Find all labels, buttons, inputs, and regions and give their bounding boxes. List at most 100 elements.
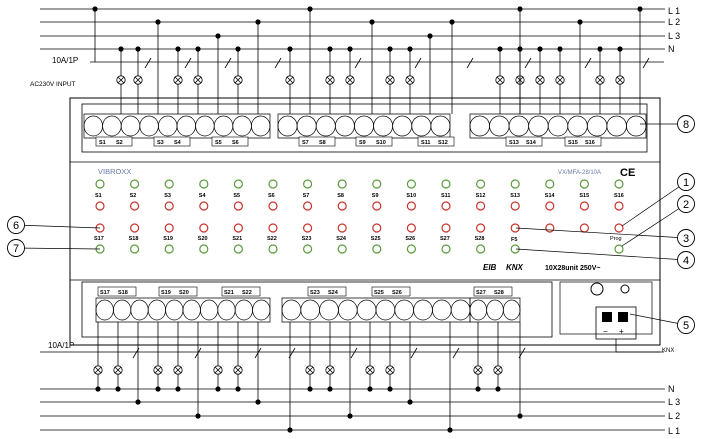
junction-dot — [447, 427, 453, 433]
led-red — [199, 223, 209, 233]
terminal-screw — [182, 299, 201, 311]
led-red — [614, 201, 624, 211]
channel-label: S20 — [198, 236, 208, 242]
terminal-label: S3 — [157, 140, 164, 146]
terminal-label: S18 — [118, 290, 128, 296]
terminal-screw — [502, 299, 521, 311]
spec-label: 10X28unit 250V~ — [545, 265, 600, 272]
terminal-screw — [334, 115, 355, 127]
callout-leader — [515, 227, 687, 239]
terminal-screw — [430, 125, 451, 137]
led-green — [233, 179, 243, 189]
lamp-cross — [346, 76, 354, 84]
lamp-cross — [214, 366, 222, 374]
callout-number: 5 — [683, 320, 689, 332]
channel-label: S8 — [337, 193, 344, 199]
callout-number: 2 — [683, 199, 689, 211]
channel-label: S11 — [441, 193, 450, 199]
terminal-screw — [252, 299, 271, 311]
led-green — [164, 179, 174, 189]
terminal-label: S8 — [319, 140, 326, 146]
callout-circle — [7, 239, 25, 257]
terminal-screw — [547, 125, 569, 137]
led-red — [130, 201, 140, 211]
knx-minus: − — [603, 327, 608, 336]
led-green — [164, 244, 174, 254]
led-green — [303, 244, 313, 254]
lamp-cross — [286, 76, 294, 84]
terminal-screw — [450, 309, 471, 321]
channel-label: S15 — [579, 193, 589, 199]
terminal-screw — [182, 309, 201, 321]
terminal-label: S25 — [374, 290, 384, 296]
led-green — [130, 244, 140, 254]
led-green — [406, 244, 416, 254]
junction-dot — [115, 386, 121, 392]
lamp-cross — [386, 366, 394, 374]
junction-dot — [195, 46, 201, 52]
led-green — [545, 179, 555, 189]
terminal-screw — [338, 299, 358, 311]
ce-mark: CE — [620, 167, 635, 179]
channel-label: S27 — [440, 236, 450, 242]
terminal-screw — [508, 125, 530, 137]
terminal-label-box — [158, 286, 198, 297]
breaker-tick — [350, 347, 358, 359]
line-label-top-n: N — [668, 44, 675, 54]
junction-dot — [327, 46, 333, 52]
line-label-bottom-l2: L 2 — [668, 411, 680, 421]
lamp-cross — [306, 366, 314, 374]
terminal-screw — [102, 115, 122, 127]
channel-label: S12 — [476, 193, 486, 199]
callout-circle — [677, 251, 695, 269]
line-label-bottom-l1: L 1 — [668, 426, 680, 436]
led-red — [372, 201, 382, 211]
terminal-screw — [432, 309, 452, 321]
terminal-screw — [130, 309, 149, 321]
terminal-screw — [430, 115, 451, 127]
terminal-label: S17 — [100, 290, 110, 296]
callout-leader — [515, 248, 687, 261]
led-red — [441, 201, 451, 211]
terminal-screw — [176, 115, 196, 127]
breaker-tick — [354, 57, 362, 69]
led-red — [303, 223, 313, 233]
terminal-screw — [113, 299, 132, 311]
junction-dot — [135, 46, 141, 52]
led-green — [614, 179, 624, 189]
terminal-label-box — [355, 136, 393, 147]
device-outline — [69, 97, 661, 346]
junction-dot — [347, 413, 353, 419]
breaker-tick — [132, 347, 140, 359]
junction-dot — [517, 413, 523, 419]
terminal-label-box — [211, 136, 249, 147]
terminal-screw — [319, 309, 339, 321]
junction-dot — [155, 386, 161, 392]
led-green — [337, 179, 347, 189]
terminal-screw — [296, 115, 317, 127]
led-green — [268, 179, 278, 189]
led-red — [579, 223, 590, 233]
breaker-tick — [414, 57, 422, 69]
line-label-bottom-n: N — [668, 384, 675, 394]
junction-dot — [135, 399, 141, 405]
breaker-tick — [274, 57, 282, 69]
terminal-screw — [176, 125, 196, 137]
terminal-screw — [508, 115, 530, 127]
junction-dot — [255, 19, 261, 25]
led-red — [406, 223, 416, 233]
terminal-label: S9 — [359, 140, 366, 146]
junction-dot — [235, 386, 241, 392]
lamp-cross — [174, 366, 182, 374]
load-wiring — [40, 6, 664, 433]
callout-leader — [621, 181, 687, 227]
led-red — [233, 223, 243, 233]
lamp-cross — [496, 76, 504, 84]
junction-dot — [95, 386, 101, 392]
channel-label: S4 — [199, 193, 207, 199]
terminal-screw — [195, 125, 215, 137]
busbars — [40, 8, 665, 431]
terminal-screw — [234, 309, 253, 321]
junction-dot — [175, 386, 181, 392]
